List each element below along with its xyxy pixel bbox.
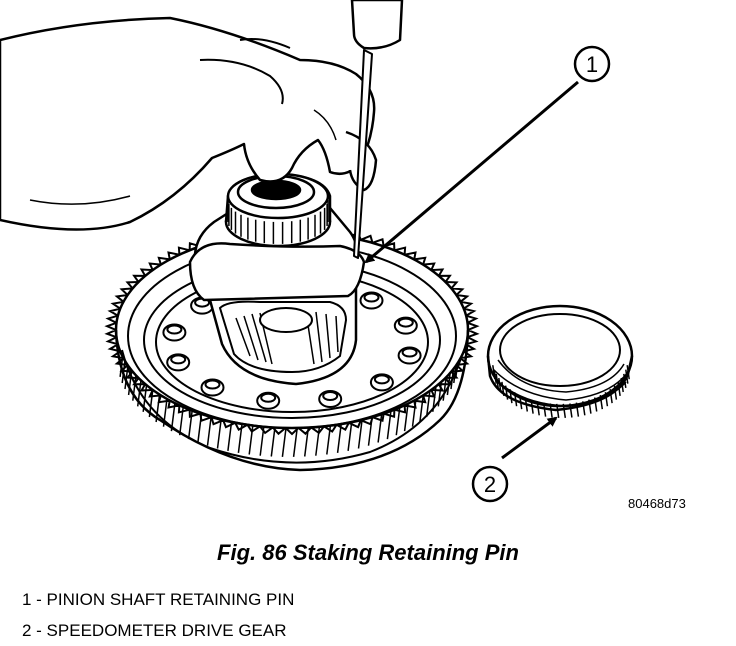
callout-1: 1 bbox=[364, 45, 611, 264]
gear-tooth-line bbox=[377, 410, 383, 443]
speedo-tooth-line bbox=[498, 377, 502, 393]
bolt-top bbox=[363, 292, 380, 303]
bolt-top bbox=[260, 392, 277, 403]
speedo-tooth-line bbox=[623, 373, 627, 389]
speedo-tooth-line bbox=[625, 369, 629, 384]
gear-tooth-line bbox=[227, 418, 233, 451]
callout-2: 2 bbox=[471, 416, 558, 503]
speedo-tooth-line bbox=[493, 369, 497, 384]
speedo-tooth-line bbox=[509, 388, 513, 404]
speedo-tooth-line bbox=[542, 402, 547, 417]
speedo-tooth-line bbox=[495, 373, 499, 389]
speedo-tooth-line bbox=[593, 397, 598, 412]
speedo-tooth-line bbox=[549, 403, 553, 418]
speedo-tooth-line bbox=[569, 403, 573, 418]
gear-tooth-line bbox=[347, 418, 353, 451]
speedo-tooth-line bbox=[575, 402, 580, 417]
gear-tooth-line bbox=[259, 423, 265, 456]
gear-tooth-line bbox=[367, 413, 374, 446]
gear-tooth-line bbox=[357, 416, 364, 449]
differential-case bbox=[188, 172, 366, 386]
speedo-tooth-line bbox=[504, 385, 509, 400]
figure-title: Fig. 86 Staking Retaining Pin bbox=[217, 540, 519, 565]
gear-tooth-line bbox=[303, 424, 310, 457]
speedo-tooth-line bbox=[555, 403, 560, 419]
gear-tooth-line bbox=[206, 413, 213, 446]
gear-tooth-line bbox=[197, 410, 203, 443]
speedo-tooth-line bbox=[609, 388, 613, 404]
speedo-tooth-line bbox=[492, 365, 496, 380]
legend: 1 - PINION SHAFT RETAINING PIN 2 - SPEED… bbox=[22, 584, 294, 646]
callout-1-label: 1 bbox=[586, 52, 598, 77]
speedo-tooth-line bbox=[513, 392, 518, 407]
speedo-tooth-line bbox=[536, 401, 540, 416]
figure-code: 80468d73 bbox=[628, 496, 686, 511]
bolt-top bbox=[204, 379, 221, 390]
gear-tooth-line bbox=[326, 422, 332, 455]
speedometer-drive-gear bbox=[486, 304, 634, 419]
speedo-tooth-line bbox=[613, 385, 618, 400]
legend-item: 1 - PINION SHAFT RETAINING PIN bbox=[22, 590, 295, 609]
speedo-tooth-line bbox=[518, 394, 523, 410]
gear-tooth-line bbox=[248, 422, 254, 455]
callout-2-label: 2 bbox=[484, 472, 496, 497]
speedo-tooth-line bbox=[501, 381, 505, 397]
bolt-top bbox=[401, 347, 418, 358]
bolt-top bbox=[373, 374, 390, 385]
speedo-tooth-line bbox=[530, 399, 534, 414]
gear-tooth-line bbox=[187, 407, 194, 440]
legend-item: 2 - SPEEDOMETER DRIVE GEAR bbox=[22, 621, 287, 640]
speedo-tooth-line bbox=[582, 401, 586, 416]
bolt-top bbox=[322, 391, 339, 401]
speedometer-gear-teeth bbox=[492, 365, 630, 419]
speedo-tooth-line bbox=[562, 403, 567, 419]
speedo-tooth-line bbox=[626, 365, 630, 380]
technical-illustration: 1 2 bbox=[0, 0, 634, 503]
speedo-tooth-line bbox=[604, 392, 609, 407]
bolt-top bbox=[170, 354, 187, 365]
gear-tooth-line bbox=[336, 420, 343, 453]
bolt-top bbox=[166, 324, 183, 335]
technician-hands bbox=[0, 0, 404, 259]
gear-tooth-line bbox=[270, 424, 277, 457]
speedo-tooth-line bbox=[620, 377, 624, 393]
speedo-tooth-line bbox=[599, 394, 604, 410]
gear-tooth-line bbox=[292, 424, 299, 457]
bolt-top bbox=[397, 317, 414, 328]
gear-tooth-line bbox=[281, 424, 288, 457]
speedo-tooth-line bbox=[588, 399, 592, 414]
gear-tooth-line bbox=[178, 403, 185, 436]
gear-tooth-line bbox=[315, 423, 321, 456]
gear-tooth-line bbox=[237, 420, 244, 453]
speedo-tooth-line bbox=[617, 381, 621, 397]
bearing-rollers bbox=[227, 200, 329, 244]
speedo-tooth-line bbox=[524, 397, 529, 412]
gear-tooth-line bbox=[216, 416, 223, 449]
